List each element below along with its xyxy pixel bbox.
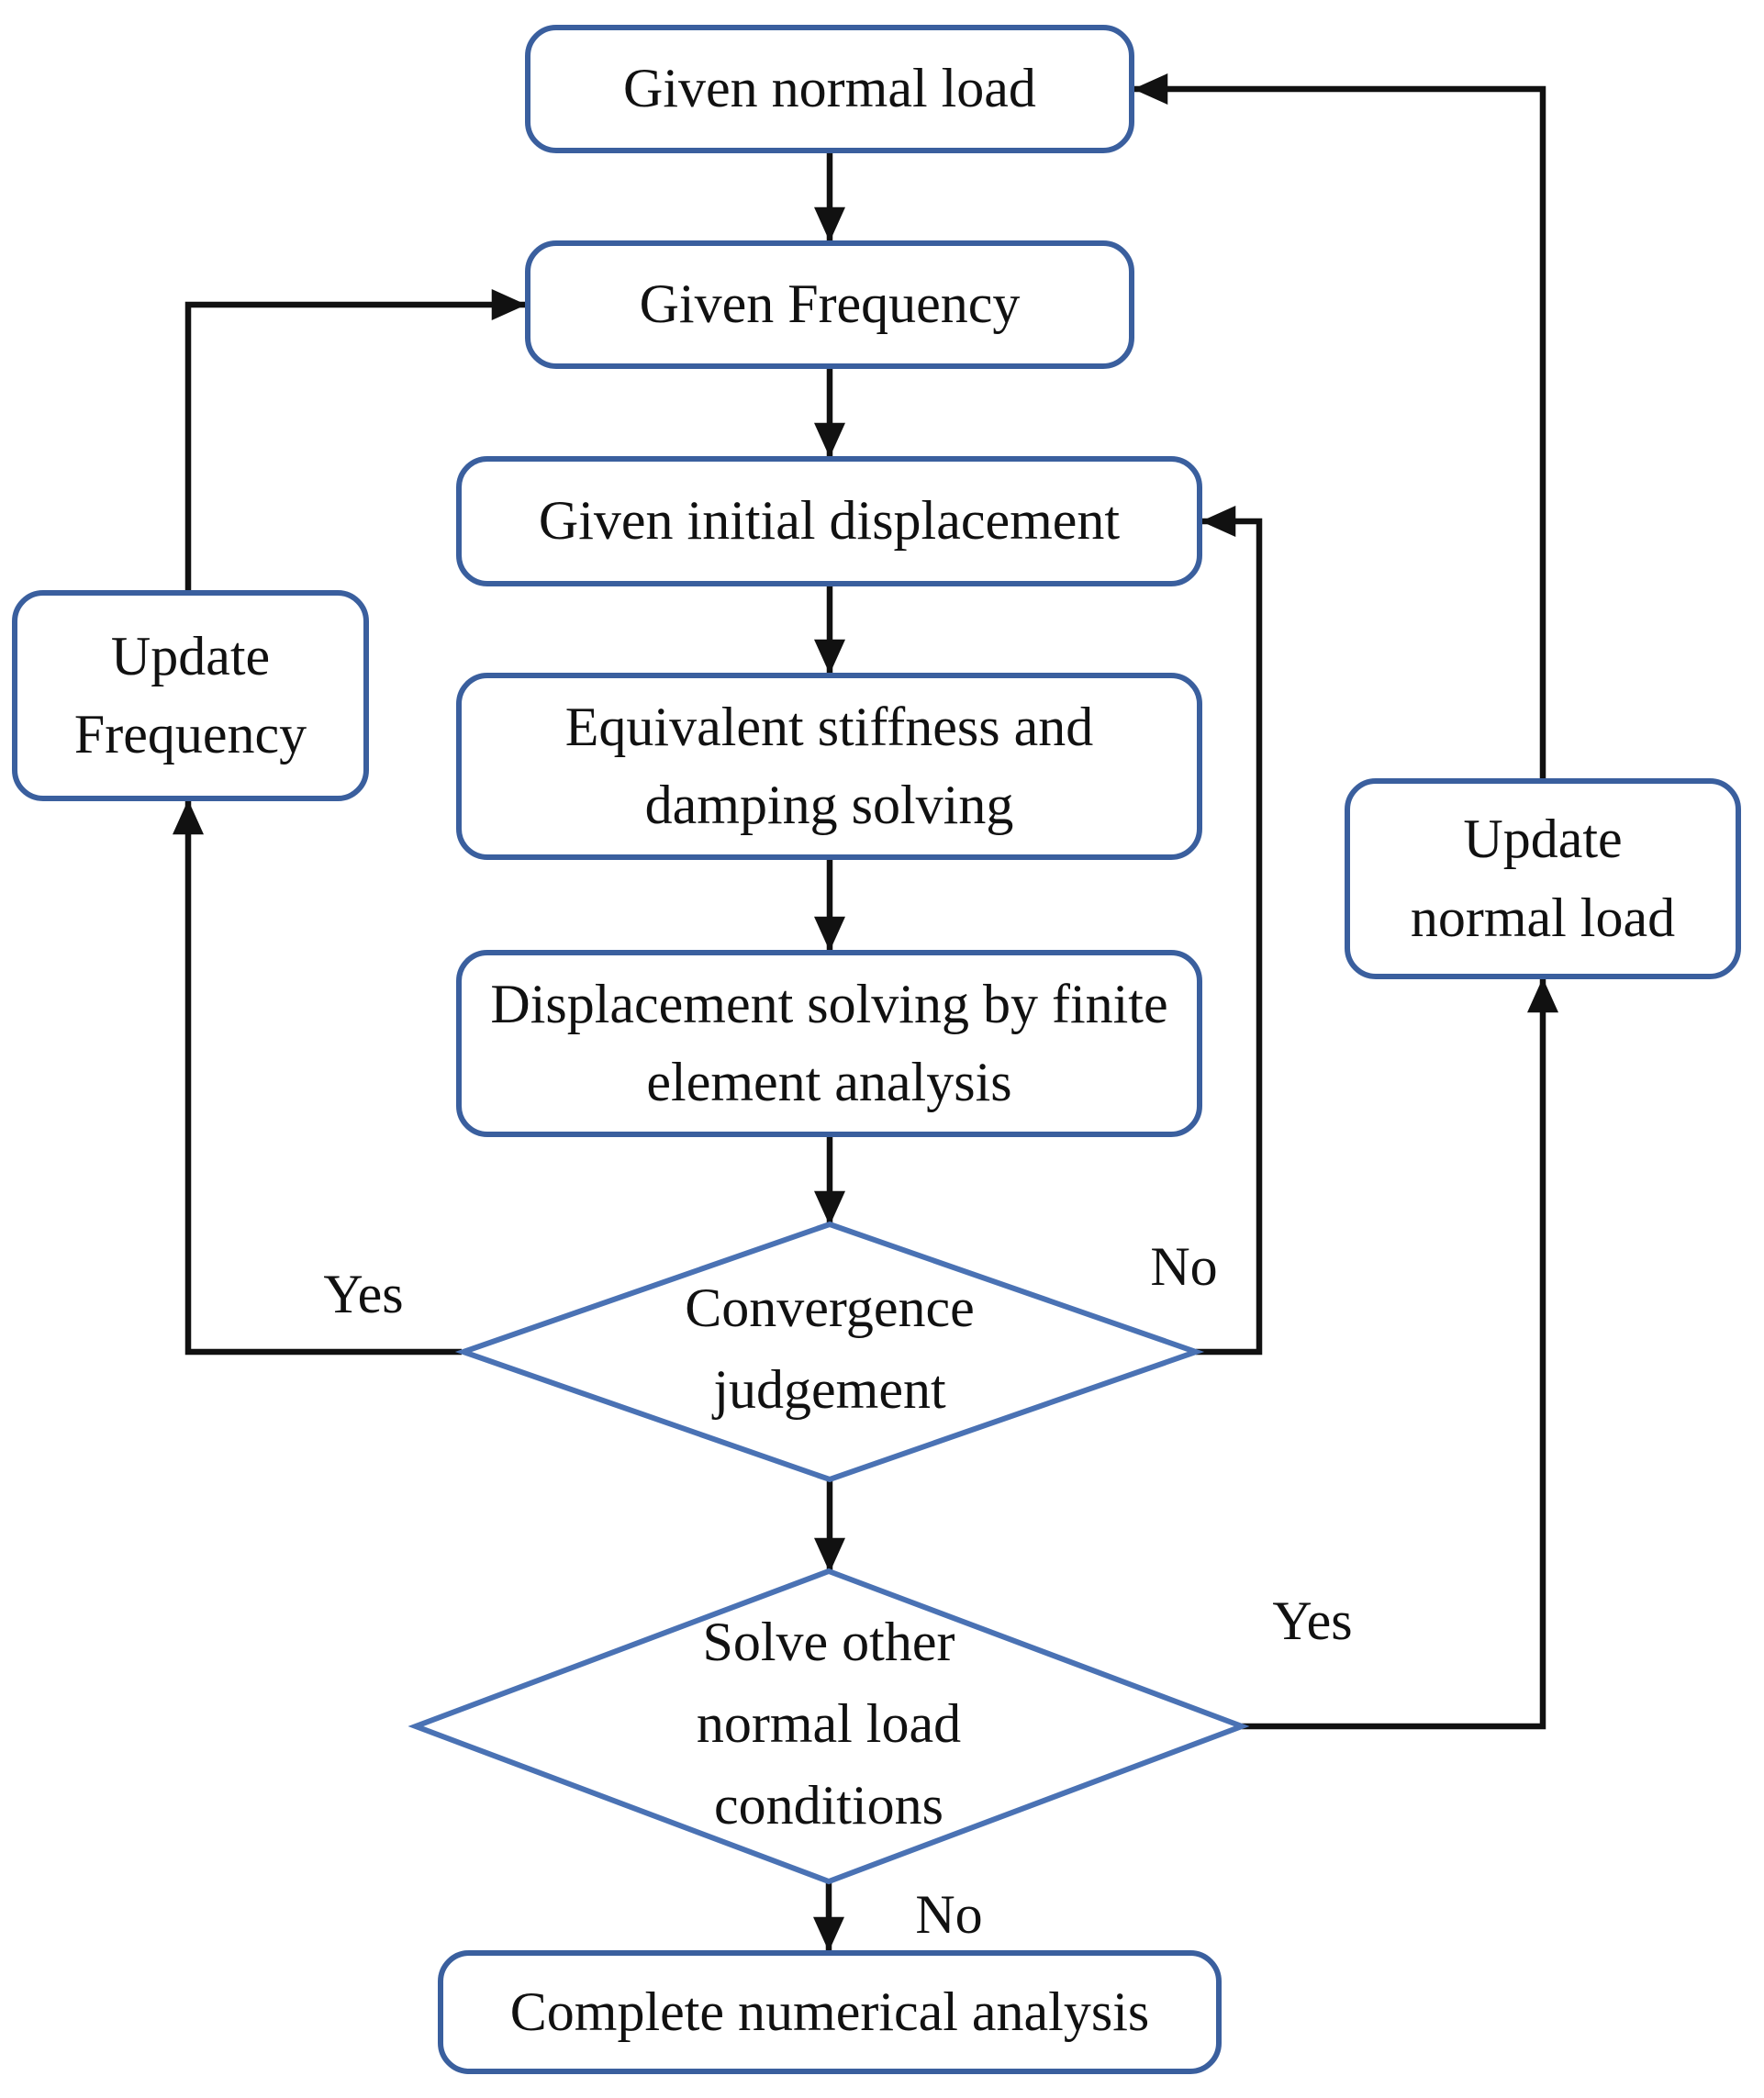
edge-label-convergence-yes: Yes	[323, 1264, 404, 1324]
node-complete-numerical-analysis-label: Complete numerical analysis	[509, 1981, 1150, 2042]
node-equivalent-stiffness-damping: Equivalent stiffness and damping solving	[456, 673, 1202, 860]
node-given-frequency: Given Frequency	[525, 240, 1134, 369]
node-solve-other-normal-load-label: Solve other normal load conditions	[696, 1611, 962, 1836]
node-displacement-solving-fea: Displacement solving by finite element a…	[456, 950, 1202, 1137]
edge-label-solve-other-yes: Yes	[1272, 1590, 1353, 1651]
arrow-update-frequency-to-given-frequency	[184, 289, 527, 590]
node-update-frequency: Update Frequency	[12, 590, 369, 801]
node-given-initial-displacement-label: Given initial displacement	[538, 490, 1121, 552]
arrow-solve-other-yes-to-update-normal-load	[1242, 977, 1558, 1730]
node-update-normal-load: Update normal load	[1345, 778, 1741, 979]
edge-label-convergence-no: No	[1150, 1236, 1218, 1297]
node-displacement-solving-fea-label: Displacement solving by finite element a…	[490, 973, 1168, 1112]
node-given-normal-load-label: Given normal load	[623, 58, 1036, 119]
node-given-normal-load: Given normal load	[525, 25, 1134, 153]
node-equivalent-stiffness-damping-label: Equivalent stiffness and damping solving	[564, 696, 1094, 835]
node-update-normal-load-label: Update normal load	[1410, 809, 1676, 948]
node-complete-numerical-analysis: Complete numerical analysis	[438, 1950, 1222, 2074]
diamond-convergence-judgement	[454, 1221, 1205, 1483]
edge-label-solve-other-no: No	[915, 1884, 983, 1945]
node-given-frequency-label: Given Frequency	[639, 273, 1021, 335]
arrow-convergence-yes-to-update-frequency	[173, 799, 462, 1356]
node-given-initial-displacement: Given initial displacement	[456, 456, 1202, 586]
diamond-solve-other-normal-load	[408, 1568, 1250, 1885]
arrow-update-normal-load-to-given-normal-load	[1133, 73, 1546, 778]
node-update-frequency-label: Update Frequency	[73, 625, 307, 764]
node-convergence-judgement-label: Convergence judgement	[685, 1278, 975, 1420]
arrow-convergence-no-to-initial-displacement	[1196, 506, 1263, 1356]
